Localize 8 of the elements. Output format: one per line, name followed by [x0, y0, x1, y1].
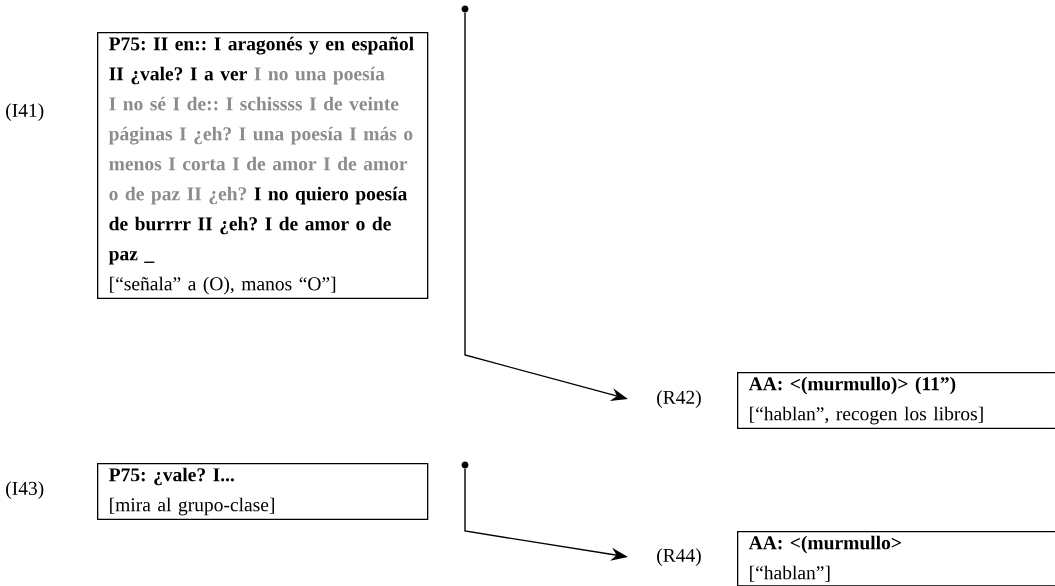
transcript-box: P75: II en:: I aragonés y en español II ¿vale? I a ver I no una poesía I no sé I de:: I schissss I de veinte páginas I ¿eh? I una poesía I más o menos I corta I de amor I de amor o de paz II ¿eh? I no quiero poesía de burrrr II ¿eh? I de amor o de paz _ [“señala” a (O), manos “O”] [97, 32, 429, 300]
transcript-box: AA: <(murmullo> [“hablan”] [737, 531, 1055, 586]
transcript-box: P75: ¿vale? I... [mira al grupo-clase] [97, 463, 429, 521]
turn-label: (I43) [6, 481, 44, 499]
turn-label: (R44) [657, 548, 701, 566]
turn-label: (R42) [657, 390, 701, 408]
transcript-box: AA: <(murmullo)> (11”) [“hablan”, recogen los libros] [737, 372, 1055, 430]
turn-label: (I41) [6, 103, 44, 121]
